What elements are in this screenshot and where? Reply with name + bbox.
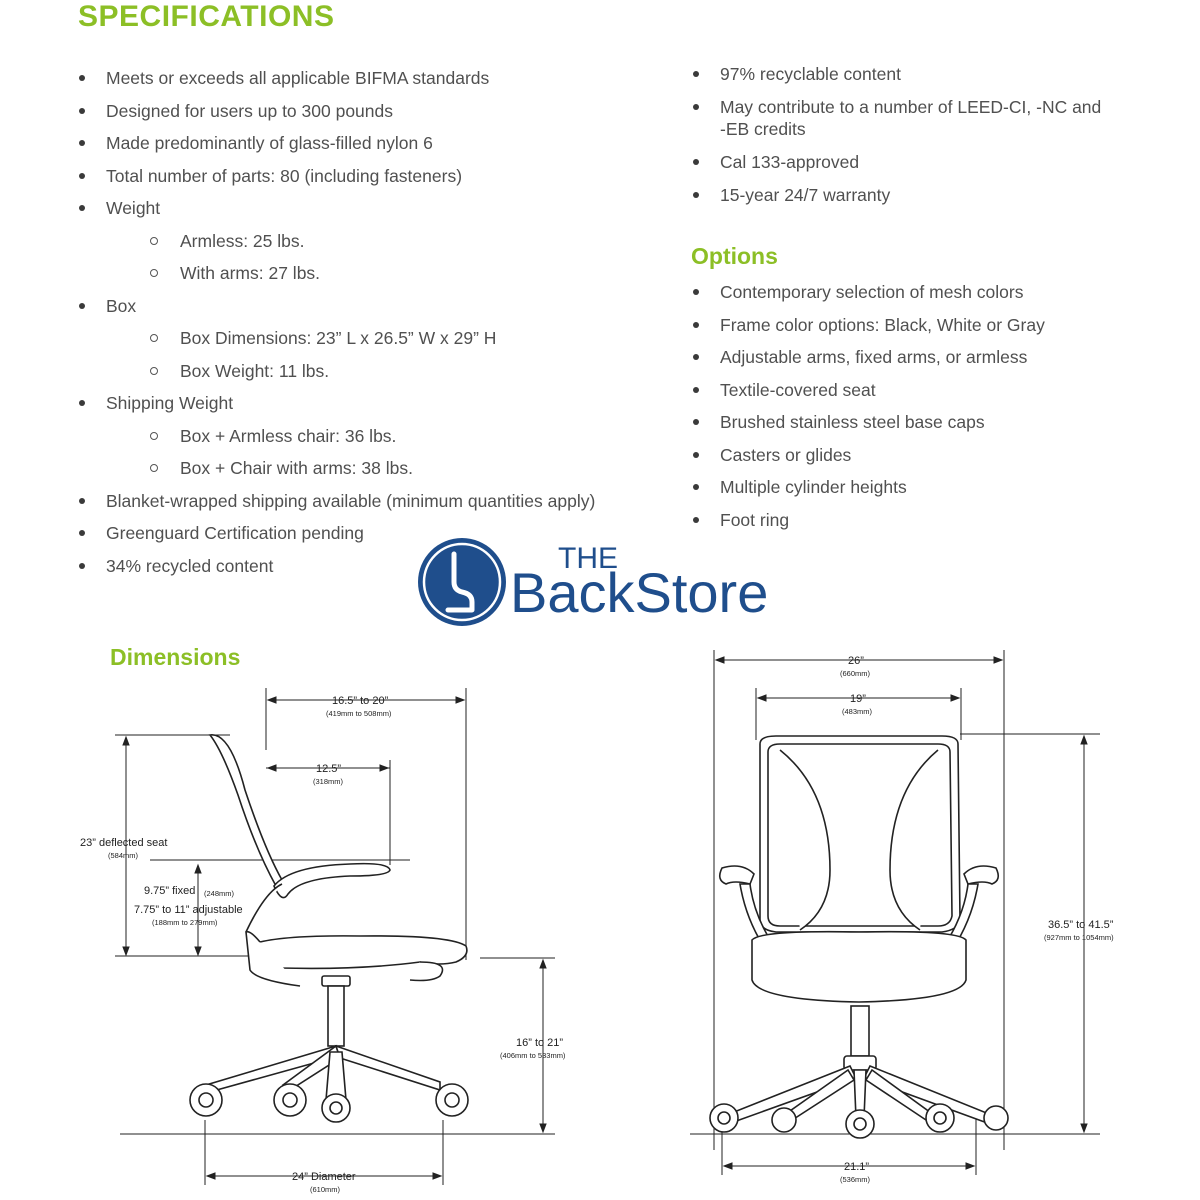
bullet-icon (79, 400, 85, 406)
side-depth-mm: (419mm to 508mm) (326, 709, 392, 718)
side-arm-depth-mm: (318mm) (313, 777, 344, 786)
sub-bullet-icon (150, 367, 158, 375)
bullet-icon (79, 108, 85, 114)
bullet-icon (693, 354, 699, 360)
front-height-mm: (927mm to 1054mm) (1044, 933, 1114, 942)
side-seat-height-mm: (406mm to 533mm) (500, 1051, 566, 1060)
spec-subitem: Box Weight: 11 lbs. (180, 361, 330, 381)
front-width-label: 26” (848, 655, 864, 667)
specifications-heading: SPECIFICATIONS (78, 0, 335, 33)
spec-item: May contribute to a number of LEED-CI, -… (720, 97, 1102, 117)
spec-item: Cal 133-approved (720, 152, 860, 172)
spec-item: Blanket-wrapped shipping available (mini… (106, 491, 596, 511)
logo-the: THE (558, 542, 618, 575)
bullet-icon (693, 322, 699, 328)
option-item: Contemporary selection of mesh colors (720, 282, 1024, 302)
dimensions-heading: Dimensions (110, 644, 241, 670)
bullet-icon (693, 71, 699, 77)
bullet-icon (693, 452, 699, 458)
bullet-icon (693, 517, 699, 523)
side-base-mm: (610mm) (310, 1185, 341, 1194)
logo-spine-icon (445, 551, 475, 613)
bullet-icon (79, 563, 85, 569)
spec-subitem: Box + Chair with arms: 38 lbs. (180, 458, 413, 478)
bullet-icon (693, 289, 699, 295)
option-item: Foot ring (720, 510, 790, 530)
spec-item: Weight (106, 198, 161, 218)
side-arm-adjustable-mm: (188mm to 279mm) (152, 918, 218, 927)
side-depth-label: 16.5” to 20” (332, 695, 389, 707)
sub-bullet-icon (150, 269, 158, 277)
spec-item: Made predominantly of glass-filled nylon… (106, 133, 433, 153)
bullet-icon (79, 498, 85, 504)
spec-item: 34% recycled content (106, 556, 274, 576)
front-seat-width-mm: (483mm) (842, 707, 873, 716)
side-arm-fixed-label: 9.75” fixed (144, 885, 195, 897)
bullet-icon (79, 75, 85, 81)
side-view-drawing: 16.5” to 20” (419mm to 508mm) 12.5” (318… (80, 688, 566, 1194)
bullet-icon (693, 484, 699, 490)
sub-bullet-icon (150, 464, 158, 472)
spec-item: 97% recyclable content (720, 64, 901, 84)
bullet-icon (79, 140, 85, 146)
logo-circle-icon (418, 538, 506, 626)
spec-item: Designed for users up to 300 pounds (106, 101, 393, 121)
sub-bullet-icon (150, 432, 158, 440)
side-deflected-seat-label: 23” deflected seat (80, 837, 167, 849)
bullet-icon (693, 192, 699, 198)
bullet-icon (693, 159, 699, 165)
bullet-icon (693, 387, 699, 393)
bullet-icon (693, 104, 699, 110)
spec-item: Greenguard Certification pending (106, 523, 364, 543)
spec-item: 15-year 24/7 warranty (720, 185, 891, 205)
bullet-icon (693, 419, 699, 425)
bullet-icon (79, 205, 85, 211)
front-view-drawing: 26” (660mm) 19” (483mm) 36.5” to 41.5” (… (690, 650, 1114, 1184)
bullet-icon (79, 303, 85, 309)
spec-subitem: Armless: 25 lbs. (180, 231, 305, 251)
spec-item: Box (106, 296, 137, 316)
side-base-label: 24” Diameter (292, 1171, 356, 1183)
spec-subitem: Box + Armless chair: 36 lbs. (180, 426, 397, 446)
spec-item: Meets or exceeds all applicable BIFMA st… (106, 68, 490, 88)
side-arm-adjustable-label: 7.75” to 11” adjustable (134, 904, 243, 916)
front-base-label: 21.1” (844, 1161, 869, 1173)
logo-name: BackStore (510, 561, 768, 624)
side-arm-fixed-mm: (248mm) (204, 889, 235, 898)
spec-subitem: With arms: 27 lbs. (180, 263, 321, 283)
spec-item: Total number of parts: 80 (including fas… (106, 166, 463, 186)
spec-subitem: Box Dimensions: 23” L x 26.5” W x 29” H (180, 328, 497, 348)
option-item: Casters or glides (720, 445, 852, 465)
sub-bullet-icon (150, 334, 158, 342)
backstore-logo: THE BackStore (418, 538, 768, 626)
bullet-icon (79, 530, 85, 536)
option-item: Multiple cylinder heights (720, 477, 907, 497)
spec-item: -EB credits (720, 119, 806, 139)
options-heading: Options (691, 243, 778, 269)
option-item: Textile-covered seat (720, 380, 876, 400)
option-item: Brushed stainless steel base caps (720, 412, 985, 432)
front-seat-width-label: 19” (850, 693, 866, 705)
option-item: Frame color options: Black, White or Gra… (720, 315, 1045, 335)
front-width-mm: (660mm) (840, 669, 871, 678)
sub-bullet-icon (150, 237, 158, 245)
side-arm-depth-label: 12.5” (316, 763, 341, 775)
spec-item: Shipping Weight (106, 393, 234, 413)
bullet-icon (79, 173, 85, 179)
option-item: Adjustable arms, fixed arms, or armless (720, 347, 1028, 367)
front-height-label: 36.5” to 41.5” (1048, 919, 1114, 931)
front-base-mm: (536mm) (840, 1175, 871, 1184)
side-seat-height-label: 16” to 21” (516, 1037, 563, 1049)
side-deflected-seat-mm: (584mm) (108, 851, 139, 860)
